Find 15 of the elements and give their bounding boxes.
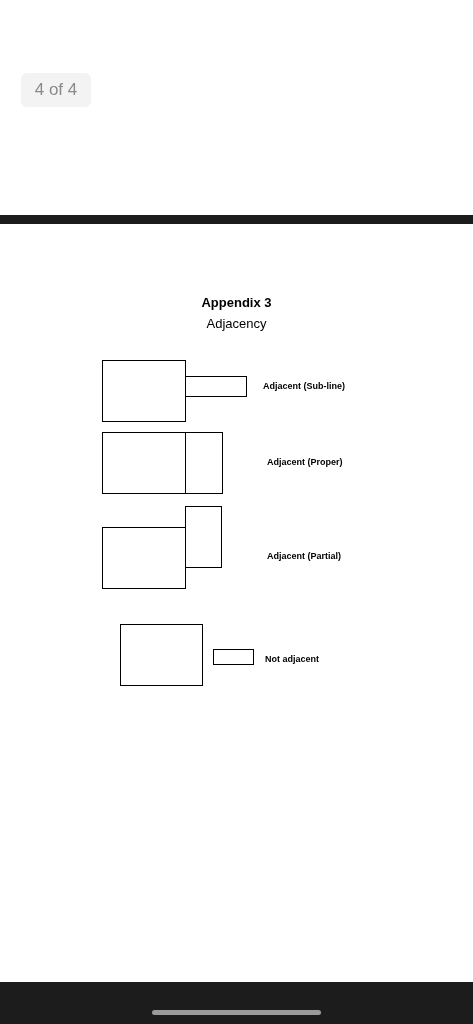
rectangle: [102, 527, 186, 589]
rectangle: [102, 432, 186, 494]
page-counter: 4 of 4: [21, 73, 91, 107]
subtitle: Adjacency: [205, 316, 268, 331]
box-caption: Not adjacent: [265, 654, 319, 664]
box-caption: Adjacent (Partial): [267, 551, 342, 561]
box-caption: Adjacent (Proper): [267, 457, 343, 467]
rectangle: [185, 506, 222, 568]
title: Appendix 3: [200, 295, 273, 310]
rectangle: [213, 649, 254, 665]
rectangle: [102, 360, 186, 422]
rectangle: [120, 624, 203, 686]
rectangle: [185, 376, 247, 397]
rectangle: [185, 432, 223, 494]
box-caption: Adjacent (Sub-line): [263, 381, 345, 391]
